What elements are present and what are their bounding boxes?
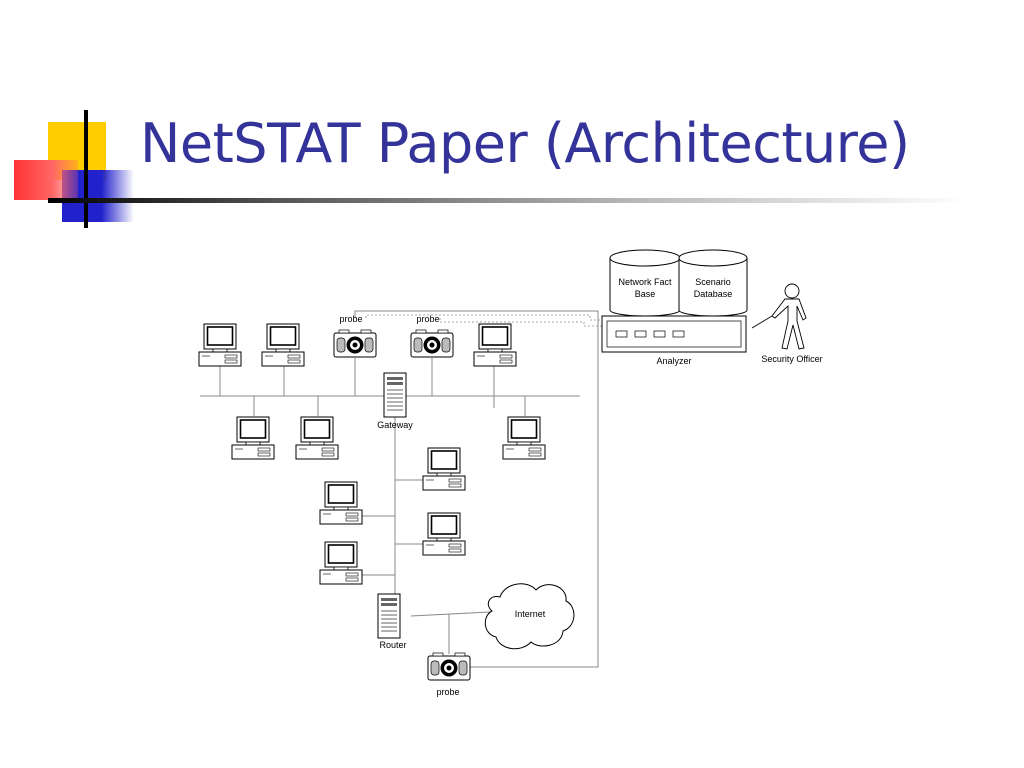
internet-cloud-icon — [484, 583, 575, 650]
workstation-icon — [295, 416, 339, 460]
corner-ornament — [0, 0, 140, 230]
router-icon — [377, 593, 401, 639]
analyzer-label: Analyzer — [656, 356, 691, 366]
probe-device-icon — [427, 652, 471, 681]
workstation-icon — [422, 447, 466, 491]
network-fact-base-database — [609, 249, 681, 317]
gateway-server-icon — [383, 372, 407, 418]
probe-label-bottom: probe — [436, 687, 459, 697]
probe-analyzer-links — [365, 314, 602, 327]
slide-title: NetSTAT Paper (Architecture) — [140, 112, 910, 175]
scenario-database — [678, 249, 748, 317]
workstation-icon — [231, 416, 275, 460]
security-officer-label: Security Officer — [761, 354, 822, 364]
probe-label-left: probe — [339, 314, 362, 324]
workstation-icon — [198, 323, 242, 367]
probe-device-icon — [333, 329, 377, 358]
analyzer — [601, 315, 747, 353]
red-square — [14, 160, 78, 200]
network-fact-base-label: Network Fact — [618, 277, 672, 287]
router-label: Router — [379, 640, 406, 650]
network-fact-base-label-2: Base — [635, 289, 656, 299]
workstation-icon — [502, 416, 546, 460]
workstation-icon — [473, 323, 517, 367]
workstation-icon — [261, 323, 305, 367]
probe-label-right: probe — [416, 314, 439, 324]
workstation-icon — [422, 512, 466, 556]
workstation-icon — [319, 541, 363, 585]
vertical-rule — [84, 110, 88, 228]
internet-label: Internet — [515, 609, 546, 619]
probe-device-icon — [410, 329, 454, 358]
security-officer-icon — [751, 283, 807, 350]
workstation-icon — [319, 481, 363, 525]
gateway-label: Gateway — [377, 420, 413, 430]
title-underline — [48, 198, 968, 203]
scenario-database-label: Scenario — [695, 277, 731, 287]
scenario-database-label-2: Database — [694, 289, 733, 299]
